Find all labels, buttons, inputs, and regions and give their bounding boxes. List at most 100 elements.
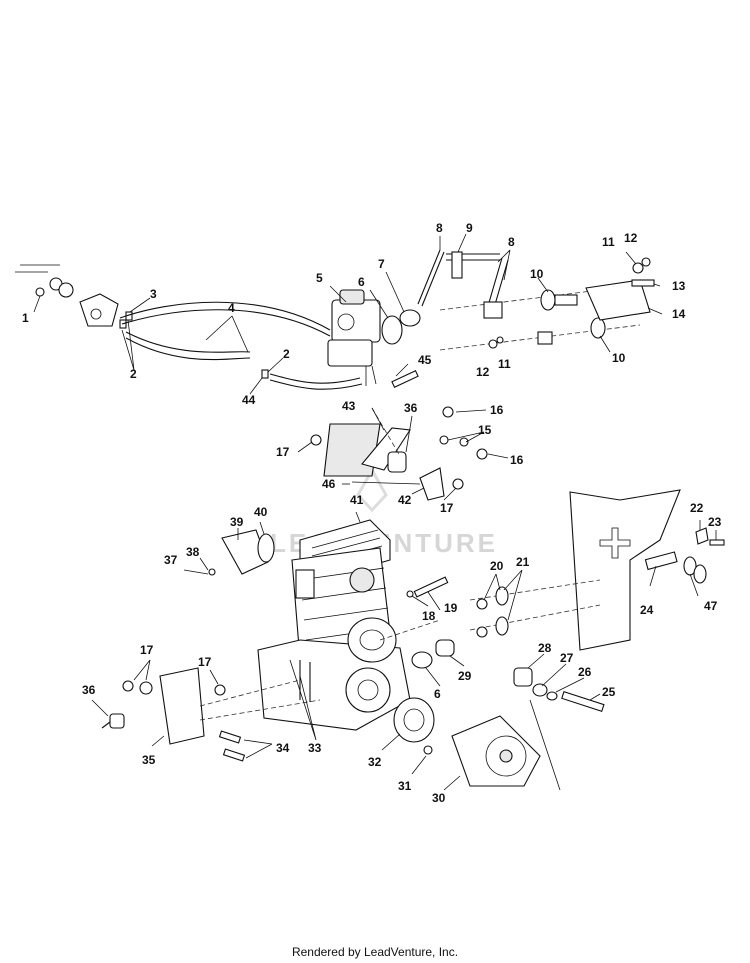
callout-17c: 17 — [140, 643, 154, 657]
cap-part-29 — [435, 639, 455, 657]
nut-part-17c — [122, 680, 134, 692]
callout-23: 23 — [708, 515, 722, 529]
callout-12b: 12 — [476, 365, 490, 379]
callout-38: 38 — [186, 545, 200, 559]
callout-22: 22 — [690, 501, 704, 515]
callout-40: 40 — [254, 505, 268, 519]
callout-1: 1 — [22, 311, 29, 325]
callout-26: 26 — [578, 665, 592, 679]
gasket-part-40 — [257, 533, 275, 563]
left-mount-group — [101, 667, 321, 762]
callout-28: 28 — [538, 641, 552, 655]
nut-part-11 — [632, 262, 644, 274]
callout-47: 47 — [704, 599, 718, 613]
fitting-part-9 — [451, 251, 463, 279]
clip-part-18 — [406, 590, 414, 598]
fuel-line-part-44 — [269, 373, 361, 384]
callout-46: 46 — [322, 477, 336, 491]
cable-part-8a — [417, 249, 445, 307]
mount-part-10b — [590, 317, 606, 339]
callout-11b: 11 — [498, 357, 511, 371]
leader-lines — [33, 233, 717, 791]
washer-part-12 — [641, 257, 651, 267]
callout-13: 13 — [672, 279, 686, 293]
callout-42: 42 — [398, 493, 412, 507]
fuel-line-part-4 — [125, 331, 251, 353]
callout-39: 39 — [230, 515, 244, 529]
callout-41: 41 — [350, 493, 364, 507]
drive-clutch-part-30 — [451, 715, 541, 787]
callout-17a: 17 — [276, 445, 290, 459]
bolt-part-13 — [631, 279, 655, 287]
callout-37: 37 — [164, 553, 178, 567]
clamp-part-6b — [411, 651, 433, 669]
pin-part-46 — [351, 481, 421, 485]
washer-part-20a — [476, 598, 488, 610]
clamp-part-2c — [261, 369, 269, 379]
bolt-part-16b — [476, 448, 488, 460]
bolt-part-34a — [218, 730, 242, 744]
fuel-line-part-3 — [119, 301, 331, 331]
footer-credit: Rendered by LeadVenture, Inc. — [291, 945, 459, 959]
callout-4: 4 — [228, 301, 235, 315]
callout-6b: 6 — [434, 687, 441, 701]
callout-19: 19 — [444, 601, 458, 615]
callout-45: 45 — [418, 353, 432, 367]
callout-36b: 36 — [82, 683, 96, 697]
washer-part-27 — [532, 683, 548, 697]
nut-part-17b — [452, 478, 464, 490]
callout-14: 14 — [672, 307, 686, 321]
carburetor-part-5 — [327, 289, 381, 386]
bolt-part-34b — [222, 748, 246, 762]
bracket-part-42 — [419, 467, 445, 501]
plate-part-32 — [393, 697, 435, 743]
callout-5: 5 — [316, 271, 323, 285]
grommet-part — [58, 282, 74, 298]
callout-36a: 36 — [404, 401, 418, 415]
callout-2b: 2 — [283, 347, 290, 361]
callout-25: 25 — [602, 685, 616, 699]
pin-part-19 — [413, 576, 449, 598]
washer-part-15b — [459, 437, 469, 447]
callout-17b: 17 — [440, 501, 454, 515]
callout-17d: 17 — [198, 655, 212, 669]
bolt-part-16a — [442, 406, 454, 418]
mount-bracket-group — [310, 406, 488, 501]
mount-part-47b — [693, 564, 707, 584]
mount-part-21a — [495, 586, 509, 606]
bolt-part-38 — [208, 568, 216, 576]
callout-18: 18 — [422, 609, 436, 623]
callout-27: 27 — [560, 651, 574, 665]
bolt-part-25 — [561, 690, 605, 712]
screw-part-23 — [709, 539, 725, 546]
callout-31: 31 — [398, 779, 412, 793]
callout-32: 32 — [368, 755, 382, 769]
cable-part-8b — [487, 257, 509, 309]
nut-part-17a — [310, 434, 322, 446]
bracket-part-24 — [644, 551, 678, 571]
callout-43: 43 — [342, 399, 356, 413]
mount-plate-part-35 — [159, 667, 205, 745]
callout-24: 24 — [640, 603, 654, 617]
clamp-part-7 — [399, 309, 421, 327]
rubber-mount-part-36 — [387, 451, 407, 473]
callout-15: 15 — [478, 423, 492, 437]
intake-flange — [295, 569, 315, 599]
callout-9: 9 — [466, 221, 473, 235]
nut-part-11b — [488, 339, 498, 349]
heat-shield-part-43 — [323, 423, 381, 477]
callout-16a: 16 — [490, 403, 504, 417]
plate-part-14 — [585, 279, 651, 321]
intake-boot-part-6 — [381, 315, 403, 345]
mount-part-21b — [495, 616, 509, 636]
washer-part-15 — [439, 435, 449, 445]
screw-part-31 — [423, 745, 433, 755]
callout-labels: 1 2 2 3 4 5 6 7 8 8 9 10 10 11 11 12 12 … — [22, 221, 722, 805]
callout-21: 21 — [516, 555, 530, 569]
callout-8a: 8 — [436, 221, 443, 235]
callout-16b: 16 — [510, 453, 524, 467]
callout-30: 30 — [432, 791, 446, 805]
rubber-part-45 — [391, 370, 419, 388]
screw-part-1 — [35, 287, 45, 297]
